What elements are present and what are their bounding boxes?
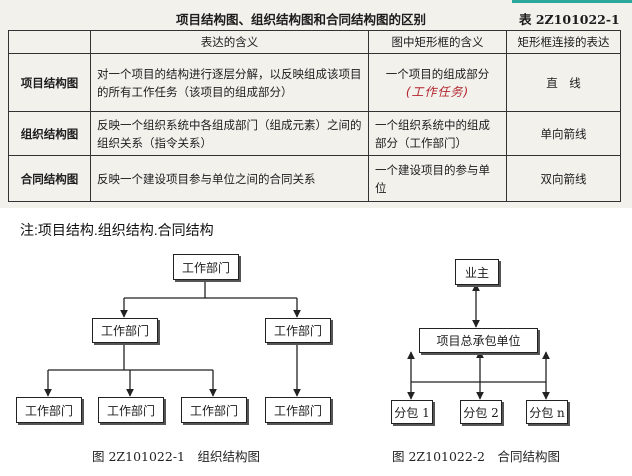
table-row: 项目结构图 对一个项目的结构进行逐层分解，以反映组成该项目的所有工作任务（该项目… — [8, 53, 621, 112]
header-cell — [8, 30, 91, 54]
org-box-bottom: 工作部门 — [181, 397, 247, 423]
table-code: 表 2Z101022-1 — [519, 12, 620, 27]
row-heading: 组织结构图 — [8, 111, 91, 156]
handwritten-note: (工作任务) — [405, 84, 470, 99]
contract-connectors — [407, 283, 550, 400]
link-cell: 单向箭线 — [506, 111, 621, 156]
header-cell: 表达的含义 — [90, 30, 369, 54]
org-chart-caption: 图 2Z101022-1 组织结构图 — [92, 449, 261, 464]
meaning-cell: 对一个项目的结构进行逐层分解，以反映组成该项目的所有工作任务（该项目的组成部分） — [90, 53, 369, 112]
org-box-bottom: 工作部门 — [16, 397, 82, 423]
org-connectors — [44, 278, 301, 397]
row-heading: 项目结构图 — [8, 53, 91, 112]
contract-chart-caption: 图 2Z101022-2 合同结构图 — [392, 449, 561, 464]
link-cell: 直 线 — [506, 53, 621, 112]
table-title: 项目结构图、组织结构图和合同结构图的区别 — [176, 12, 427, 27]
box-meaning-cell: 一个建设项目的参与单位 — [368, 155, 507, 202]
link-cell: 双向箭线 — [506, 155, 621, 202]
box-meaning-cell: 一个项目的组成部分 (工作任务) — [368, 53, 507, 112]
table-row: 组织结构图 反映一个组织系统中各组成部门（组成元素）之间的组织关系（指令关系） … — [8, 111, 621, 156]
meaning-cell: 反映一个建设项目参与单位之间的合同关系 — [90, 155, 369, 202]
contractor-box: 项目总承包单位 — [419, 328, 538, 353]
subcontractor-box: 分包 1 — [391, 400, 433, 424]
header-cell: 矩形框连接的表达 — [506, 30, 621, 54]
owner-box: 业主 — [455, 259, 499, 285]
org-box-bottom: 工作部门 — [265, 397, 331, 423]
subcontractor-box: 分包 2 — [460, 400, 502, 424]
comparison-table: 表达的含义 图中矩形框的含义 矩形框连接的表达 项目结构图 对一个项目的结构进行… — [8, 30, 621, 202]
note-text: 注:项目结构.组织结构.合同结构 — [20, 222, 214, 238]
table-header-row: 表达的含义 图中矩形框的含义 矩形框连接的表达 — [8, 30, 621, 54]
org-box-mid: 工作部门 — [265, 318, 331, 343]
accent-bar — [512, 0, 632, 3]
table-row: 合同结构图 反映一个建设项目参与单位之间的合同关系 一个建设项目的参与单位 双向… — [8, 155, 621, 202]
meaning-cell: 反映一个组织系统中各组成部门（组成元素）之间的组织关系（指令关系） — [90, 111, 369, 156]
subcontractor-box: 分包 n — [526, 400, 568, 424]
org-box-bottom: 工作部门 — [98, 397, 164, 423]
org-box-top: 工作部门 — [173, 254, 239, 280]
org-box-mid: 工作部门 — [92, 318, 158, 343]
box-meaning-text: 一个项目的组成部分 — [385, 66, 490, 81]
box-meaning-cell: 一个组织系统中的组成部分（工作部门） — [368, 111, 507, 156]
